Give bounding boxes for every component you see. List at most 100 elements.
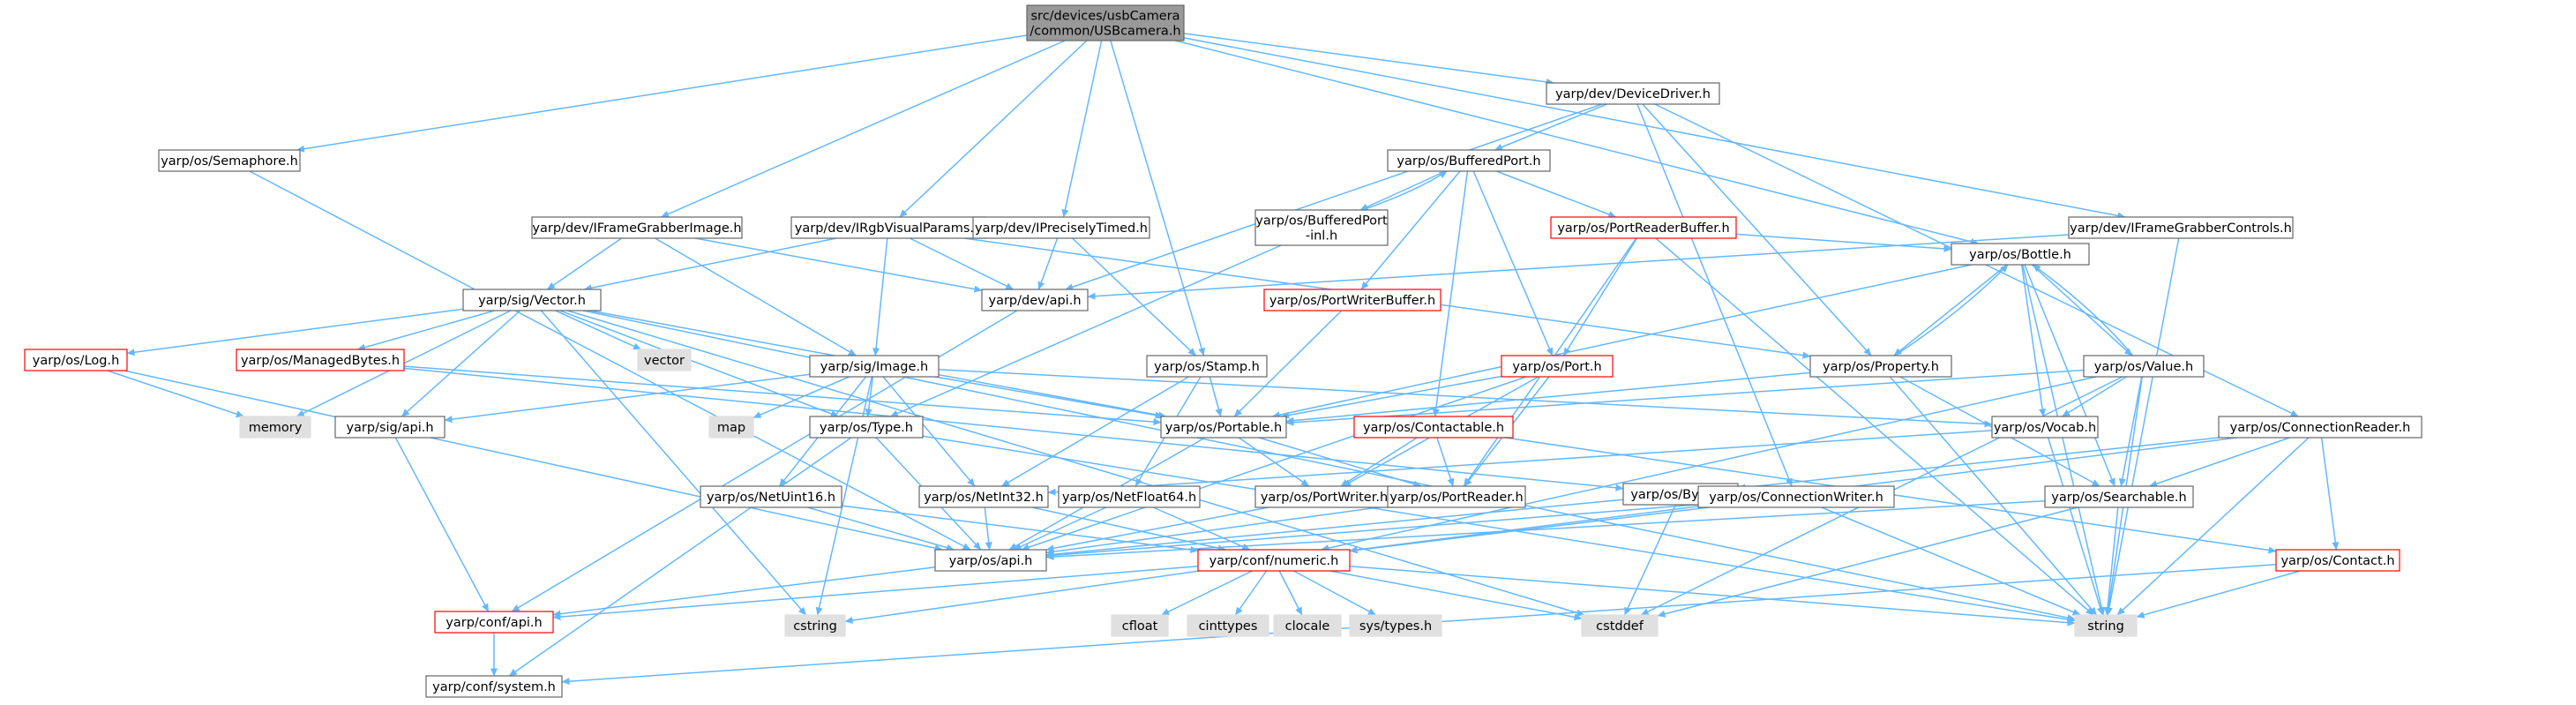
node-box	[790, 216, 986, 239]
edge-searchable-to-string	[2104, 506, 2119, 616]
edge-line	[1161, 570, 1253, 616]
edge-bufferedport-to-portwriterbuffer	[1360, 170, 1461, 290]
edge-line	[2022, 264, 2106, 616]
node-contact[interactable]: yarp/os/Contact.h	[2275, 549, 2400, 572]
edge-line	[1045, 504, 1699, 559]
node-label: yarp/os/Semaphore.h	[161, 154, 298, 169]
node-netfloat64[interactable]: yarp/os/NetFloat64.h	[1058, 485, 1201, 508]
node-searchable[interactable]: yarp/os/Searchable.h	[2044, 485, 2194, 508]
node-bufferedport[interactable]: yarp/os/BufferedPort.h	[1387, 149, 1551, 172]
edge-semaphore-to-osapi	[249, 170, 971, 551]
node-port[interactable]: yarp/os/Port.h	[1501, 355, 1614, 378]
edge-connectionreader-to-contact	[2320, 437, 2340, 551]
node-box	[1254, 209, 1389, 246]
node-vector[interactable]: yarp/sig/Vector.h	[462, 289, 602, 311]
node-devapi[interactable]: yarp/dev/api.h	[981, 289, 1089, 311]
node-label: map	[717, 421, 745, 435]
node-portreader[interactable]: yarp/os/PortReader.h	[1387, 485, 1526, 508]
edge-log-to-osapi	[124, 370, 943, 552]
edge-layer	[107, 33, 2340, 686]
node-box	[1991, 416, 2099, 439]
node-box	[1263, 289, 1442, 311]
edge-iframegrabberimage-to-vector	[546, 237, 623, 290]
edge-iframegrabberimage-to-devapi	[694, 237, 983, 293]
node-log[interactable]: yarp/os/Log.h	[24, 349, 128, 371]
node-devicedriver[interactable]: yarp/dev/DeviceDriver.h	[1546, 82, 1720, 105]
node-box	[1160, 416, 1287, 439]
edge-line	[583, 237, 837, 292]
edge-vector-to-type	[559, 310, 839, 417]
edge-vector-to-cstddef	[566, 310, 1585, 617]
edge-bufferedport-to-bufferedportinl	[1359, 170, 1446, 211]
edge-root-to-iframegrabberimage	[661, 40, 1066, 218]
node-bufferedportinl[interactable]: yarp/os/BufferedPort-inl.h	[1254, 209, 1389, 246]
node-ipreciselytimed[interactable]: yarp/dev/IPreciselyTimed.h	[972, 216, 1150, 239]
node-netint32[interactable]: yarp/os/NetInt32.h	[918, 485, 1049, 508]
node-numeric[interactable]: yarp/conf/numeric.h	[1197, 549, 1351, 572]
node-box	[334, 416, 446, 439]
node-box	[2074, 614, 2138, 637]
node-type[interactable]: yarp/os/Type.h	[809, 416, 924, 439]
edge-image-to-cstring	[815, 376, 873, 616]
edge-line	[444, 373, 811, 424]
node-portable[interactable]: yarp/os/Portable.h	[1160, 416, 1287, 439]
node-label: yarp/conf/api.h	[446, 616, 542, 630]
node-osapi[interactable]: yarp/os/api.h	[934, 549, 1047, 572]
node-portwriter[interactable]: yarp/os/PortWriter.h	[1254, 485, 1394, 508]
edge-line	[1045, 506, 1269, 552]
edge-managedbytes-to-bytes	[403, 367, 1624, 491]
edge-line	[1047, 430, 1993, 496]
node-label: yarp/os/PortReaderBuffer.h	[1557, 221, 1729, 236]
node-box	[2083, 355, 2205, 378]
node-connectionreader[interactable]: yarp/os/ConnectionReader.h	[2218, 416, 2422, 439]
node-vocab[interactable]: yarp/os/Vocab.h	[1991, 416, 2099, 439]
node-label: yarp/os/PortWriterBuffer.h	[1269, 294, 1435, 308]
edge-root-to-semaphore	[296, 34, 1028, 153]
node-semaphore[interactable]: yarp/os/Semaphore.h	[158, 149, 301, 172]
node-iframegrabberimage[interactable]: yarp/dev/IFrameGrabberImage.h	[531, 216, 743, 239]
edge-line	[1329, 570, 1583, 621]
edge-line	[401, 310, 521, 417]
node-connectionwriter[interactable]: yarp/os/ConnectionWriter.h	[1697, 485, 1895, 508]
edge-bottle-to-property	[1893, 264, 2008, 356]
edge-line	[1001, 376, 1189, 487]
edge-line	[555, 310, 641, 350]
node-iframegrabbercontrols[interactable]: yarp/dev/IFrameGrabberControls.h	[2068, 216, 2294, 239]
node-image[interactable]: yarp/sig/Image.h	[809, 355, 940, 378]
edge-line	[356, 310, 495, 351]
edge-line	[753, 376, 850, 419]
edge-line	[1238, 437, 1310, 487]
node-value[interactable]: yarp/os/Value.h	[2083, 355, 2205, 378]
node-bottle[interactable]: yarp/os/Bottle.h	[1951, 243, 2090, 266]
node-property[interactable]: yarp/os/Property.h	[1809, 355, 1952, 378]
edge-portreaderbuffer-to-bottle	[1735, 233, 1952, 252]
edge-line	[394, 437, 490, 612]
node-label: yarp/os/ConnectionReader.h	[2230, 421, 2411, 435]
node-label: yarp/conf/system.h	[432, 680, 556, 694]
node-label: yarp/os/Port.h	[1512, 360, 1601, 374]
node-label: yarp/dev/IPreciselyTimed.h	[975, 221, 1148, 236]
node-netuint16[interactable]: yarp/os/NetUint16.h	[700, 485, 842, 508]
node-systypes: sys/types.h	[1349, 614, 1442, 637]
node-root[interactable]: src/devices/usbCamera/common/USBcamera.h	[1026, 4, 1185, 41]
node-map: map	[708, 416, 754, 439]
node-contactable[interactable]: yarp/os/Contactable.h	[1353, 416, 1514, 439]
node-stamp[interactable]: yarp/os/Stamp.h	[1146, 355, 1268, 378]
edge-bufferedport-to-contactable	[1432, 170, 1469, 417]
node-confapi[interactable]: yarp/conf/api.h	[434, 611, 554, 634]
node-label: yarp/dev/IFrameGrabberControls.h	[2070, 221, 2292, 236]
node-sigapi[interactable]: yarp/sig/api.h	[334, 416, 446, 439]
edge-line	[661, 40, 1066, 218]
edge-line	[1494, 103, 1607, 151]
node-portwriterbuffer[interactable]: yarp/os/PortWriterBuffer.h	[1263, 289, 1442, 311]
edge-numeric-to-cfloat	[1161, 570, 1253, 616]
node-system[interactable]: yarp/conf/system.h	[425, 675, 563, 698]
edge-connectionwriter-to-string	[1821, 506, 2081, 616]
edge-vector-to-managedbytes	[356, 310, 495, 351]
node-irgbvisualparams[interactable]: yarp/dev/IRgbVisualParams.h	[790, 216, 986, 239]
node-portreaderbuffer[interactable]: yarp/os/PortReaderBuffer.h	[1550, 216, 1737, 239]
edge-line	[1061, 40, 1103, 218]
node-managedbytes[interactable]: yarp/os/ManagedBytes.h	[236, 349, 405, 371]
edge-bufferedportinl-to-bufferedport	[1362, 170, 1448, 211]
edge-value-to-searchable	[2118, 376, 2143, 487]
